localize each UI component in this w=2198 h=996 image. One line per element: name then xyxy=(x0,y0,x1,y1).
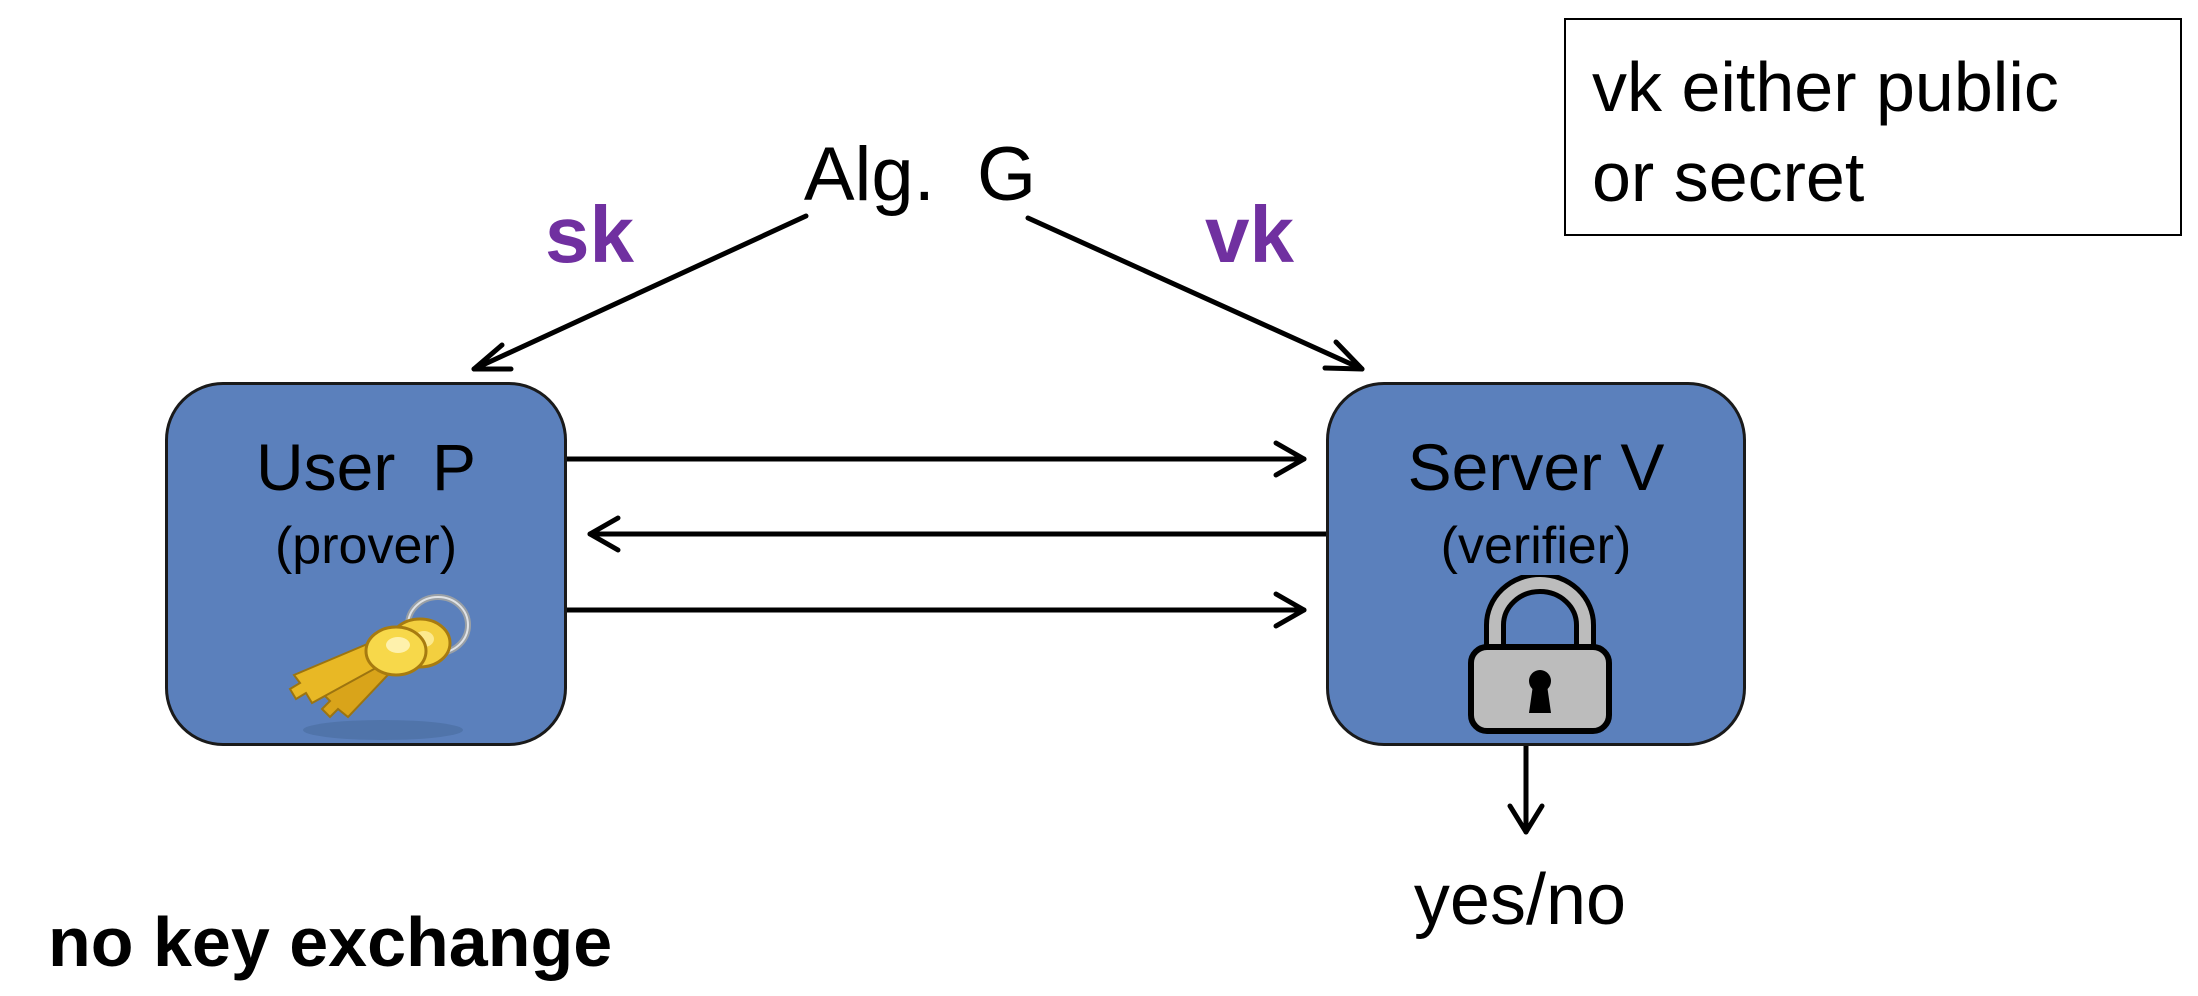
note-line-1: vk either public xyxy=(1592,48,2059,126)
keys-icon xyxy=(288,594,471,740)
lock-icon xyxy=(1468,575,1612,734)
note-box: vk either public or secret xyxy=(1564,18,2182,236)
note-line-2: or secret xyxy=(1592,138,1865,216)
server-verifier-box: Server V (verifier) xyxy=(1326,382,1746,746)
server-title: Server V xyxy=(1407,430,1665,504)
arrow-user-to-server-1 xyxy=(564,440,1307,478)
user-prover-box: User P (prover) xyxy=(165,382,567,746)
arrow-user-to-server-2 xyxy=(564,591,1307,629)
user-subtitle: (prover) xyxy=(274,517,458,575)
arrow-server-to-result xyxy=(1507,743,1545,835)
verification-result-label: yes/no xyxy=(1413,860,1627,940)
arrow-g-to-server xyxy=(1025,215,1365,372)
algorithm-g-label: Alg. G xyxy=(803,132,1037,217)
arrow-server-to-user xyxy=(587,515,1329,553)
no-key-exchange-label: no key exchange xyxy=(48,903,613,981)
arrow-g-to-user xyxy=(471,213,809,372)
verification-key-label: vk xyxy=(1205,190,1294,279)
server-subtitle: (verifier) xyxy=(1440,517,1632,575)
user-title: User P xyxy=(255,430,477,504)
secret-key-label: sk xyxy=(545,190,634,279)
